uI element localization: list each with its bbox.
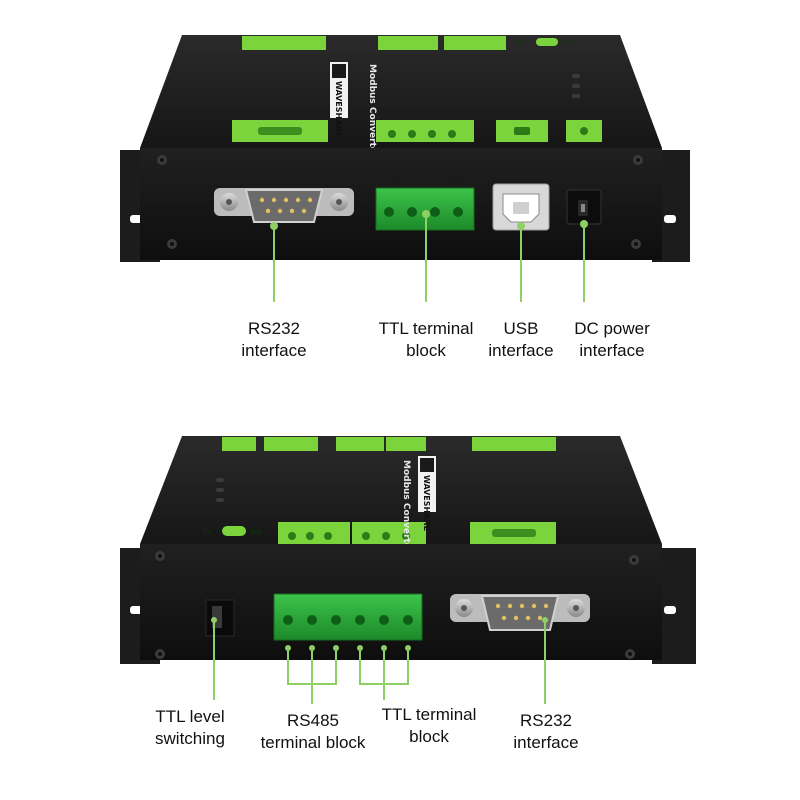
ttl-level-switch bbox=[205, 599, 235, 637]
label-ttl-level: TTL level switching bbox=[155, 707, 225, 748]
top-device: 5V 3V3 WAVESHARE Modbus Converter bbox=[120, 35, 690, 302]
sticker-ttl-top bbox=[378, 36, 438, 50]
db9-connector-bottom bbox=[450, 594, 590, 631]
svg-text:3V3: 3V3 bbox=[563, 40, 575, 47]
level-switch-sticker bbox=[222, 526, 246, 536]
label-usb: USB interface bbox=[488, 319, 554, 360]
bottom-leader-dots bbox=[211, 617, 548, 651]
label-dc-power: DC power interface bbox=[574, 319, 650, 360]
svg-text:Modbus Converter: Modbus Converter bbox=[401, 460, 411, 554]
svg-text:WAVESHARE: WAVESHARE bbox=[422, 475, 431, 531]
rs485-ttl-terminal bbox=[273, 585, 423, 641]
bottom-device: 5V 3V3 WAVESHARE Modbus Converter bbox=[120, 436, 696, 704]
product-name-top: Modbus Converter bbox=[367, 64, 377, 158]
ttl-terminal-top bbox=[375, 180, 475, 231]
sticker-rs485 bbox=[278, 522, 350, 544]
label-ttl-bottom: TTL terminal block bbox=[381, 705, 477, 746]
label-rs485: RS485 terminal block bbox=[260, 711, 366, 752]
svg-text:5V: 5V bbox=[516, 40, 525, 47]
bottom-leader-lines bbox=[213, 620, 546, 704]
label-rs232-top: RS232 interface bbox=[241, 319, 307, 360]
svg-text:WAVESHARE: WAVESHARE bbox=[334, 81, 343, 137]
sticker-ttl bbox=[352, 522, 426, 544]
sticker-rs232-top bbox=[242, 36, 326, 50]
svg-text:Modbus Converter: Modbus Converter bbox=[367, 64, 377, 158]
brand-logo-top: WAVESHARE bbox=[330, 62, 348, 137]
brand-logo-bottom: WAVESHARE bbox=[418, 456, 436, 531]
top-leader-lines bbox=[270, 210, 588, 302]
db9-connector-top bbox=[214, 188, 354, 223]
label-rs232-bottom: RS232 interface bbox=[513, 711, 579, 752]
label-ttl-top: TTL terminal block bbox=[378, 319, 474, 360]
right-flange bbox=[652, 548, 696, 664]
dc-jack bbox=[566, 189, 602, 225]
product-name-bottom: Modbus Converter bbox=[401, 460, 411, 554]
top-face bbox=[140, 436, 662, 544]
svg-text:5V: 5V bbox=[203, 529, 212, 536]
top-face bbox=[140, 35, 662, 148]
sticker-rs485-top bbox=[444, 36, 506, 50]
usb-b-port bbox=[492, 183, 550, 231]
svg-text:3V3: 3V3 bbox=[250, 529, 262, 536]
